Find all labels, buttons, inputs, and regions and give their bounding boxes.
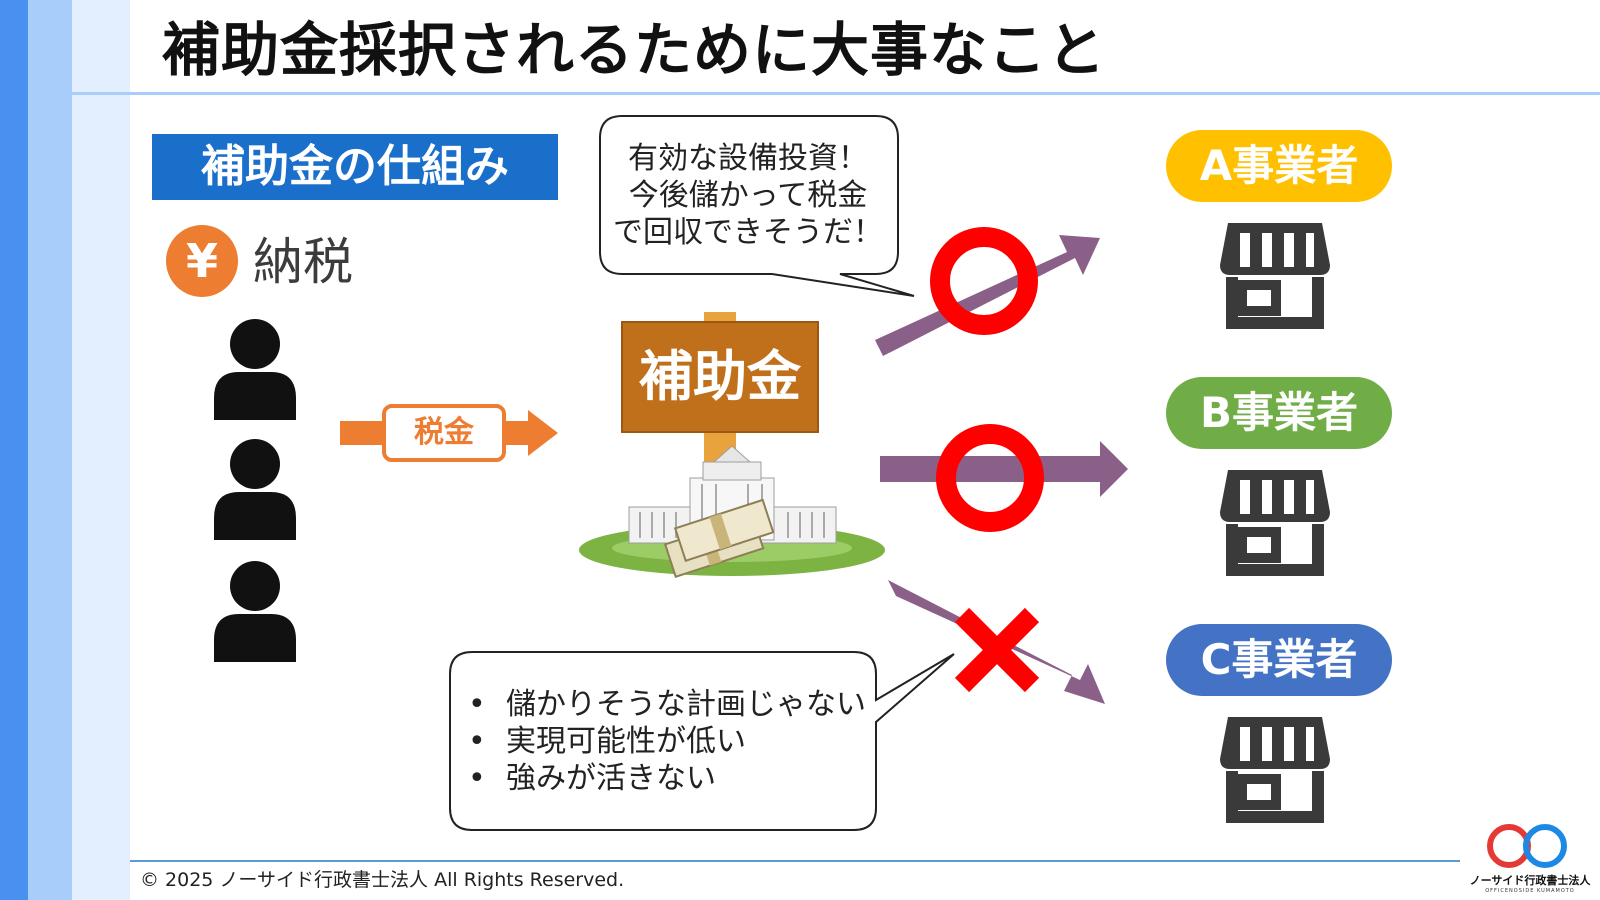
store-icon xyxy=(1220,470,1330,576)
person-icon xyxy=(214,561,296,662)
list-item: • 実現可能性が低い xyxy=(468,723,868,760)
bullet: • xyxy=(468,724,486,759)
money-bundle-icon xyxy=(663,498,775,578)
store-icon xyxy=(1220,717,1330,823)
tax-arrow-label: 税金 xyxy=(382,404,506,462)
reason-text: 強みが活きない xyxy=(506,761,716,796)
left-accent-stripe-mid xyxy=(28,0,72,900)
rejection-reason-list: • 儲かりそうな計画じゃない • 実現可能性が低い • 強みが活きない xyxy=(468,686,868,797)
slide-title: 補助金採択されるために大事なこと xyxy=(162,16,1107,84)
bubble-line: 有効な設備投資！ xyxy=(628,141,868,176)
person-icon xyxy=(214,319,296,420)
business-b-label: B事業者 xyxy=(1166,377,1392,449)
title-underline xyxy=(72,92,1600,95)
bullet: • xyxy=(468,687,486,722)
flow-arrow-c xyxy=(888,580,1105,704)
logo-subtitle: OFFICENOSIDE KUMAMOTO xyxy=(1485,888,1575,894)
business-c-label: C事業者 xyxy=(1166,624,1392,696)
cross-mark-icon xyxy=(954,607,1040,693)
yen-coin-icon: ¥ xyxy=(166,225,238,297)
person-icon xyxy=(214,439,296,540)
reason-text: 実現可能性が低い xyxy=(506,724,746,759)
store-icon xyxy=(1220,223,1330,329)
left-accent-stripe-dark xyxy=(0,0,28,900)
company-logo-icon xyxy=(1487,824,1567,868)
bubble-line: で回収できそうだ！ xyxy=(613,215,883,250)
footer-divider xyxy=(130,860,1460,862)
business-a-label: A事業者 xyxy=(1166,130,1392,202)
reason-text: 儲かりそうな計画じゃない xyxy=(506,687,866,722)
flow-arrow-a xyxy=(875,235,1100,356)
circle-mark-icon xyxy=(930,227,1038,335)
logo-company-name: ノーサイド行政書士法人 xyxy=(1469,874,1591,887)
circle-mark-icon xyxy=(936,424,1044,532)
list-item: • 儲かりそうな計画じゃない xyxy=(468,686,868,723)
bubble-line: 今後儲かって税金 xyxy=(628,178,868,213)
approval-bubble-text: 有効な設備投資！ 今後儲かって税金 で回収できそうだ！ xyxy=(598,140,898,251)
left-accent-stripe-light xyxy=(72,0,130,900)
section-label: 補助金の仕組み xyxy=(152,134,558,200)
speech-bubble-rejection xyxy=(449,651,955,831)
list-item: • 強みが活きない xyxy=(468,760,868,797)
flow-arrow-b xyxy=(880,441,1128,497)
tax-payment-label: 納税 xyxy=(253,233,353,291)
subsidy-signboard xyxy=(621,312,819,472)
speech-bubble-approval xyxy=(599,115,915,297)
copyright-notice: © 2025 ノーサイド行政書士法人 All Rights Reserved. xyxy=(140,869,625,891)
bullet: • xyxy=(468,761,486,796)
subsidy-sign-label: 補助金 xyxy=(639,345,801,408)
